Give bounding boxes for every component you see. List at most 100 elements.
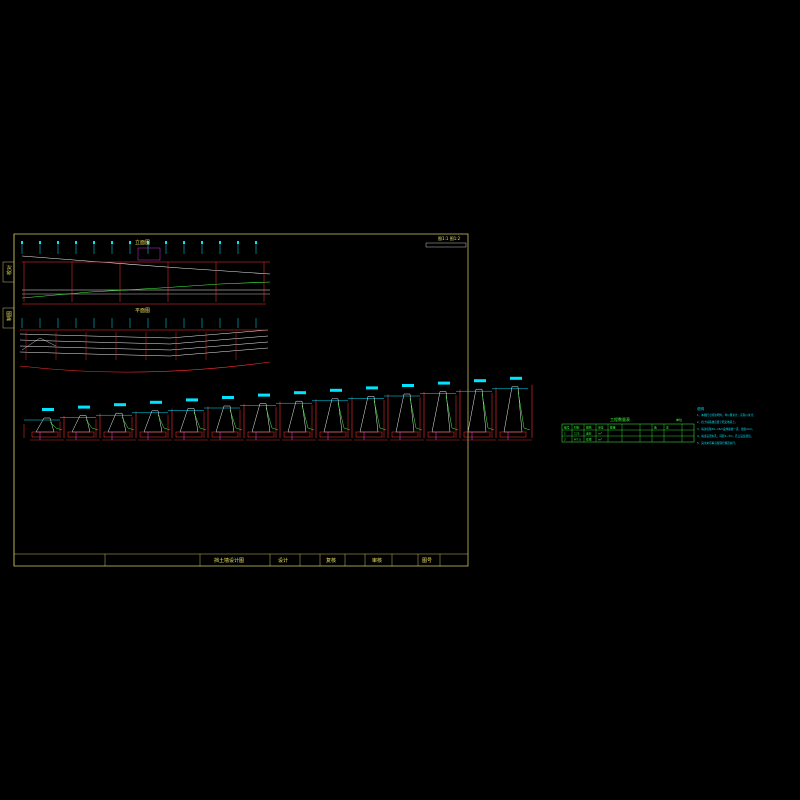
drawing-name: 挡土墙设计图 — [214, 557, 244, 564]
plan-wall-line — [19, 347, 269, 357]
station-label-mark — [201, 241, 203, 244]
section-title-mark — [42, 408, 54, 411]
wall-foundation — [67, 431, 95, 438]
station-label-mark — [219, 241, 221, 244]
review-label: 复核 — [326, 557, 336, 564]
wall-foundation — [175, 431, 203, 438]
elevation-title: 立面图 — [135, 239, 150, 246]
wall-foundation — [463, 431, 491, 438]
section-title-mark — [330, 388, 342, 392]
table-cell: 浆砌 — [586, 438, 592, 442]
station-label-mark — [93, 241, 95, 244]
wall-foundation — [247, 431, 275, 438]
section-title-mark — [510, 376, 522, 380]
wall-foundation — [499, 431, 527, 438]
drawing-frame — [13, 233, 469, 567]
table-cell: 数量 — [610, 426, 616, 430]
station-label-mark — [147, 241, 149, 244]
section-title-mark — [402, 384, 414, 387]
note-line: 4、墙身设泄水孔，间距2~3m，孔口设反滤层。 — [697, 434, 753, 438]
wall-body — [143, 410, 163, 433]
backfill-line — [517, 390, 531, 431]
cross-section — [275, 391, 317, 441]
wall-foundation — [355, 431, 383, 438]
station-label-mark — [75, 241, 77, 244]
wall-body — [395, 393, 415, 433]
table-cell: C25 — [574, 432, 580, 436]
plan-detail — [21, 337, 57, 351]
station-label-mark — [129, 241, 131, 244]
station-label-mark — [57, 241, 59, 244]
wall-body — [107, 412, 127, 433]
elevation-drawing — [19, 241, 271, 373]
station-label-mark — [21, 241, 23, 244]
wall-body — [179, 408, 199, 433]
wall-foundation — [211, 431, 239, 438]
side-label-strip: 校对 制图 — [2, 234, 15, 566]
station-label-mark — [183, 241, 185, 244]
wall-body — [71, 415, 91, 433]
section-title-mark — [294, 391, 306, 395]
section-title-mark — [474, 379, 486, 383]
section-title-mark — [258, 393, 270, 397]
wall-foundation — [427, 431, 455, 438]
table-cell: M7.5 — [574, 438, 581, 442]
table-cell: m³ — [598, 438, 602, 442]
wall-foundation — [103, 431, 131, 438]
cross-section — [131, 400, 173, 441]
table-cell: 素砼 — [586, 432, 592, 436]
quantity-table-title: 工程数量表 — [610, 416, 630, 422]
wall-foundation — [31, 431, 59, 438]
design-label: 设计 — [278, 557, 288, 564]
station-label-mark — [111, 241, 113, 244]
station-label-mark — [255, 241, 257, 244]
cross-section — [311, 388, 353, 441]
cross-sections-row — [23, 376, 533, 441]
plan-wall-line — [19, 329, 269, 339]
approve-label: 审核 — [372, 557, 382, 564]
wall-top-line — [21, 255, 271, 275]
plan-title: 平面图 — [135, 308, 150, 314]
wall-foundation — [391, 431, 419, 438]
station-label-mark — [237, 241, 239, 244]
plan-wall-line — [19, 335, 269, 345]
wall-foundation — [319, 431, 347, 438]
wall-foundation — [139, 431, 167, 438]
drawing-number-label: 图号 — [422, 558, 432, 564]
note-line: 3、墙身每隔10~15m设伸缩缝一道，缝宽2cm。 — [697, 427, 754, 431]
section-title-mark — [366, 386, 378, 390]
cross-section — [167, 398, 209, 441]
scale-note-line1: 图1:1 图1:2 — [438, 235, 461, 241]
side-label-top: 校对 — [6, 265, 13, 275]
title-block: 挡土墙设计图 设计 复核 审核 图号 — [14, 553, 468, 566]
table-cell: m³ — [598, 432, 602, 436]
side-label-bottom: 制图 — [6, 311, 13, 321]
cross-section — [203, 396, 245, 441]
table-cell: 规格 — [586, 426, 592, 430]
note-line: 2、挡土墙基础应置于稳定地基上。 — [697, 420, 738, 424]
table-cell: 编号 — [564, 426, 570, 430]
table-cell: 单位 — [598, 426, 604, 430]
wall-body — [359, 396, 379, 433]
quantity-table-unit: 单位 — [676, 417, 682, 422]
cross-section — [95, 403, 137, 441]
section-title-mark — [150, 400, 162, 404]
notes-title: 说明 — [697, 406, 705, 411]
table-cell: 材料 — [574, 426, 580, 430]
wall-foundation — [283, 431, 311, 438]
wall-body — [323, 398, 343, 433]
wall-body — [215, 405, 235, 433]
section-title-mark — [222, 396, 234, 399]
table-cell: 注 — [666, 426, 669, 430]
table-cell: 2 — [564, 438, 566, 442]
section-title-mark — [78, 405, 90, 409]
table-cell: 1 — [564, 432, 566, 436]
wall-body — [503, 386, 523, 433]
cross-section — [23, 408, 65, 441]
design-profile — [21, 281, 271, 299]
station-label-mark — [165, 241, 167, 244]
note-line: 1、本图尺寸除注明外，均以厘米计，高程以米计。 — [697, 413, 756, 417]
cross-section — [383, 384, 425, 441]
cross-section — [455, 379, 497, 441]
